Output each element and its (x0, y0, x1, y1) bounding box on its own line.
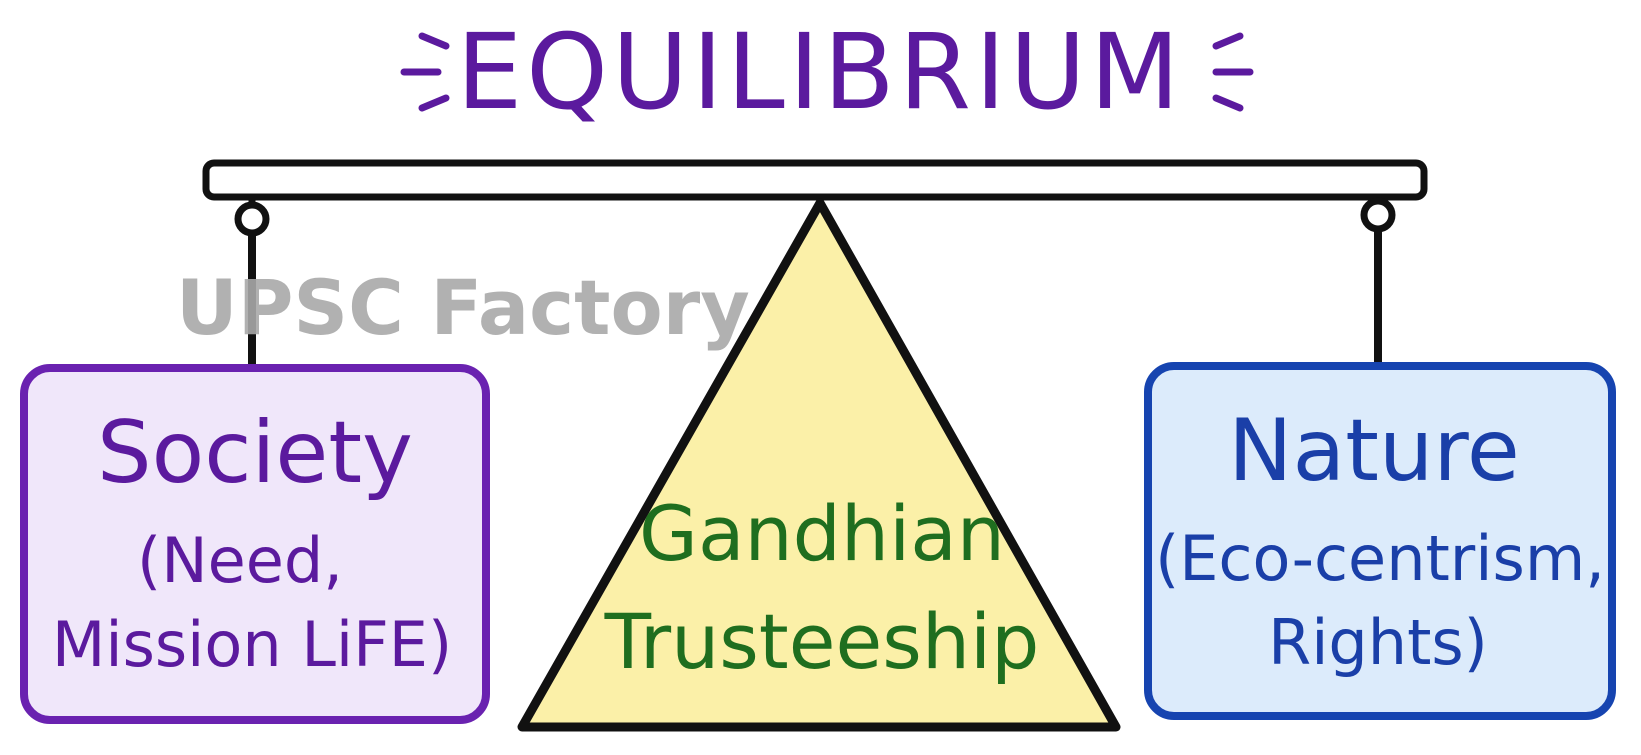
title-right-burst-icon (1212, 32, 1254, 112)
watermark-text: UPSC Factory (176, 263, 750, 352)
society-title: Society (97, 403, 413, 503)
fulcrum-triangle (517, 198, 1121, 732)
title-left-burst-icon (400, 32, 450, 112)
right-pivot-ring-icon (1360, 197, 1396, 233)
left-hanger (234, 197, 270, 368)
nature-title: Nature (1228, 401, 1520, 501)
society-line2: Mission LiFE) (52, 608, 452, 681)
nature-line1: (Eco-centrism, (1155, 522, 1605, 595)
diagram-title: EQUILIBRIUM (456, 11, 1183, 133)
balance-beam (202, 159, 1428, 201)
society-line1: (Need, (137, 524, 343, 597)
society-box (20, 364, 490, 724)
fulcrum-label-line2: Trusteeship (604, 597, 1040, 686)
fulcrum-label-line1: Gandhian (639, 489, 1005, 578)
left-pivot-ring-icon (234, 201, 270, 237)
nature-box (1144, 362, 1616, 720)
nature-line2: Rights) (1268, 606, 1488, 679)
right-hanger (1360, 197, 1396, 368)
